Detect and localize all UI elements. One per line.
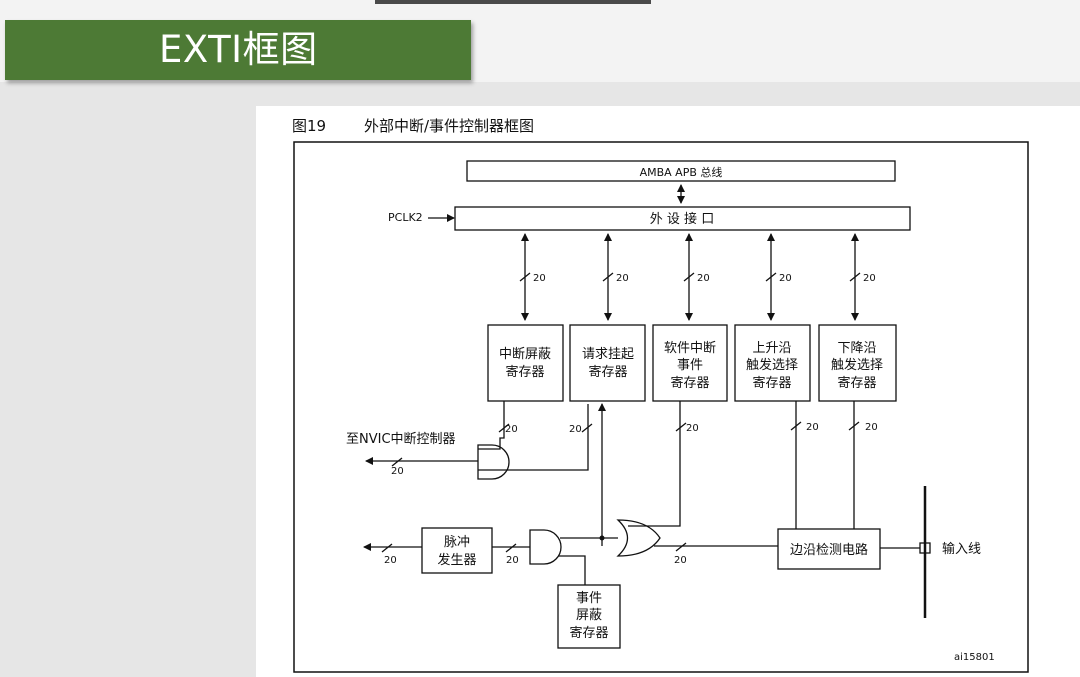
event-mask-line: 寄存器 — [569, 625, 608, 641]
bus-slash — [505, 543, 517, 553]
register-line: 寄存器 — [670, 375, 709, 391]
edge-detect-label: 边沿检测电路 — [790, 542, 868, 558]
bus-width-label: 20 — [806, 422, 819, 433]
software-event-wire — [628, 401, 681, 527]
register-line: 事件 — [677, 358, 703, 373]
pulse-generator-line: 发生器 — [437, 552, 476, 568]
bus-width-label: 20 — [686, 423, 699, 434]
bus-slash — [849, 272, 861, 282]
register-line: 上升沿 — [752, 341, 791, 356]
pclk2-label: PCLK2 — [388, 211, 423, 224]
bus-slash — [765, 272, 777, 282]
bus-slash — [498, 423, 510, 433]
peripheral-interface — [454, 206, 911, 231]
amba-apb-bus-label: AMBA APB 总线 — [640, 165, 723, 179]
event-mask-wire — [558, 555, 586, 585]
bus-width-label: 20 — [569, 424, 582, 435]
software-interrupt-event-register: 软件中断 事件 寄存器 — [652, 324, 728, 402]
bus-slash — [675, 422, 687, 432]
bus-slash — [790, 421, 802, 431]
register-box — [569, 324, 646, 402]
or-gate — [616, 519, 661, 557]
bus-width-label: 20 — [505, 424, 518, 435]
bus-width-label: 20 — [384, 555, 397, 566]
event-mask-line: 事件 — [576, 591, 602, 606]
register-line: 触发选择 — [831, 357, 883, 373]
bus-slash — [519, 272, 531, 282]
bus-width-label: 20 — [779, 273, 792, 284]
register-line: 寄存器 — [837, 375, 876, 391]
register-line: 寄存器 — [505, 364, 544, 380]
amba-apb-bus — [466, 160, 896, 182]
bus-slash — [675, 542, 687, 552]
event-mask-line: 屏蔽 — [576, 608, 602, 623]
input-line-label: 输入线 — [942, 541, 981, 557]
slide-title: EXTI框图 — [159, 28, 318, 71]
bus-slash — [602, 272, 614, 282]
junction-dot — [599, 535, 605, 541]
bus-width-marks: 20 20 20 20 20 — [519, 272, 876, 284]
bus-width-label: 20 — [533, 273, 546, 284]
title-banner: EXTI框图 — [5, 20, 471, 80]
register-box — [818, 324, 897, 402]
falling-edge-trigger-register: 下降沿 触发选择 寄存器 — [818, 324, 897, 402]
register-box — [652, 324, 728, 402]
bus-slash — [848, 421, 860, 431]
register-line: 下降沿 — [837, 341, 876, 356]
figure-label: 图19 — [292, 117, 326, 135]
bus-slash — [581, 423, 593, 433]
interrupt-mask-wire — [478, 401, 505, 450]
bus-width-label: 20 — [674, 555, 687, 566]
register-line: 触发选择 — [746, 357, 798, 373]
interrupt-mask-register: 中断屏蔽 寄存器 — [487, 324, 564, 402]
register-box — [487, 324, 564, 402]
bus-slash — [391, 457, 403, 467]
pulse-generator — [421, 527, 493, 574]
bus-slash — [381, 543, 393, 553]
register-line: 中断屏蔽 — [499, 347, 551, 362]
register-box — [734, 324, 811, 402]
bus-width-label: 20 — [697, 273, 710, 284]
bus-width-label: 20 — [865, 422, 878, 433]
event-mask-register — [557, 584, 621, 649]
figure-id: ai15801 — [954, 652, 995, 663]
bus-width-label: 20 — [863, 273, 876, 284]
register-line: 寄存器 — [752, 375, 791, 391]
register-line: 请求挂起 — [582, 347, 634, 362]
figure-panel: 图19 外部中断/事件控制器框图 AMBA APB 总线 外 设 接 口 PCL… — [256, 106, 1080, 677]
bus-width-label: 20 — [616, 273, 629, 284]
pending-wire — [478, 404, 589, 471]
rising-edge-trigger-register: 上升沿 触发选择 寄存器 — [734, 324, 811, 402]
nvic-output-label: 至NVIC中断控制器 — [346, 432, 456, 447]
event-and-gate — [529, 529, 562, 565]
window-tab-indicator — [375, 0, 651, 4]
register-line: 软件中断 — [664, 341, 716, 356]
bus-width-label: 20 — [391, 466, 404, 477]
figure-caption: 外部中断/事件控制器框图 — [364, 117, 534, 135]
bus-slash — [683, 272, 695, 282]
exti-block-diagram: 图19 外部中断/事件控制器框图 AMBA APB 总线 外 设 接 口 PCL… — [292, 117, 1029, 673]
register-line: 寄存器 — [588, 364, 627, 380]
pending-register: 请求挂起 寄存器 — [569, 324, 646, 402]
figure-frame — [293, 141, 1029, 673]
edge-detect-circuit — [777, 528, 881, 570]
bus-width-label: 20 — [506, 555, 519, 566]
peripheral-interface-label: 外 设 接 口 — [650, 211, 714, 227]
pulse-generator-line: 脉冲 — [444, 535, 470, 550]
interrupt-and-gate — [477, 444, 510, 480]
